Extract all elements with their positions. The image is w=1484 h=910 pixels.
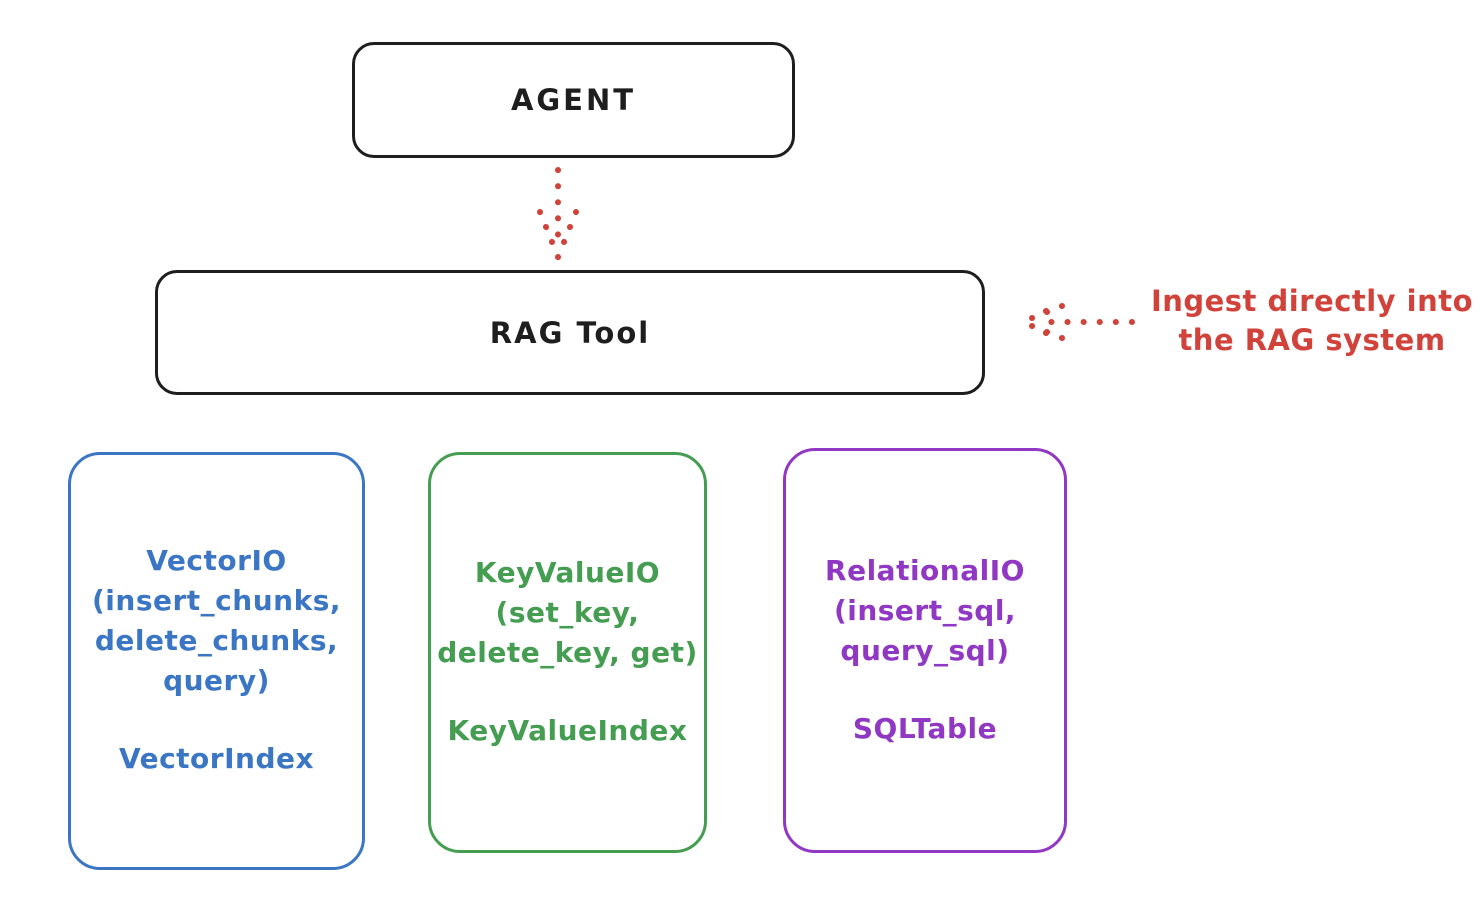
relationalio-title: RelationalIO xyxy=(825,554,1025,587)
relationalio-method-line: query_sql) xyxy=(840,634,1010,667)
ingest-annotation: Ingest directly into the RAG system xyxy=(1140,282,1484,360)
rag-tool-label: RAG Tool xyxy=(489,315,651,350)
vectorio-title: VectorIO xyxy=(146,544,287,577)
vectorio-method-line: delete_chunks, xyxy=(94,624,339,657)
ingest-annotation-line2: the RAG system xyxy=(1178,323,1446,357)
ingest-annotation-line1: Ingest directly into xyxy=(1150,284,1474,318)
vectorio-index-label: VectorIndex xyxy=(118,742,315,775)
keyvalueio-index-label: KeyValueIndex xyxy=(447,714,688,747)
vectorio-box: VectorIO (insert_chunks, delete_chunks, … xyxy=(68,452,365,870)
keyvalueio-method-line: (set_key, xyxy=(495,596,640,629)
annotation-to-rag-arrow-icon xyxy=(1024,303,1135,341)
vectorio-method-line: (insert_chunks, xyxy=(92,584,341,617)
relationalio-index-label: SQLTable xyxy=(852,712,998,745)
keyvalueio-title: KeyValueIO xyxy=(474,556,661,589)
agent-label: AGENT xyxy=(510,83,637,117)
agent-box: AGENT xyxy=(352,42,795,158)
keyvalueio-box: KeyValueIO (set_key, delete_key, get) Ke… xyxy=(428,452,707,853)
relationalio-method-line: (insert_sql, xyxy=(833,594,1017,627)
agent-to-rag-arrow-icon xyxy=(537,167,579,261)
keyvalueio-method-line: delete_key, get) xyxy=(437,636,698,669)
vectorio-method-line: query) xyxy=(163,664,270,697)
rag-tool-box: RAG Tool xyxy=(155,270,985,395)
relationalio-box: RelationalIO (insert_sql, query_sql) SQL… xyxy=(783,448,1067,853)
